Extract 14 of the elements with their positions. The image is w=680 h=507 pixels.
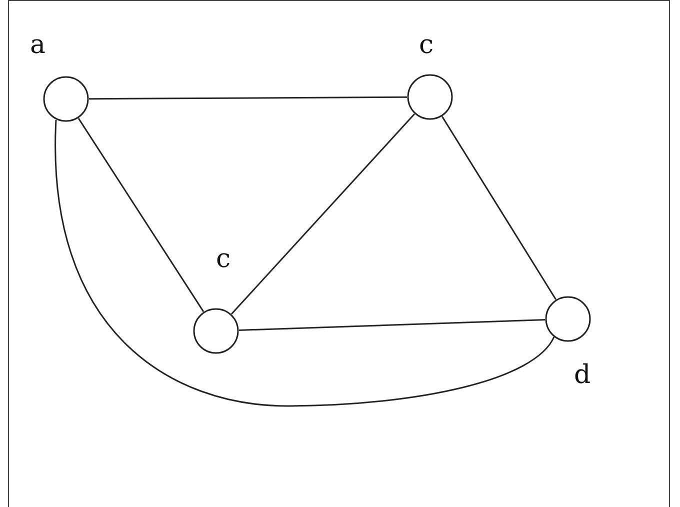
vertex-label: c [216, 244, 231, 274]
vertex-circle [545, 296, 591, 342]
edge-line [238, 319, 546, 331]
edge-line [230, 113, 416, 315]
vertex-circle [43, 76, 89, 122]
edge-line [78, 118, 204, 312]
edge-line [55, 120, 555, 407]
vertex-label: d [574, 360, 591, 390]
vertex-circle [193, 308, 239, 354]
vertex-circle [407, 74, 453, 120]
edge-line [89, 96, 407, 100]
vertex-label: c [419, 30, 434, 60]
vertex-label: a [30, 30, 46, 60]
edge-line [442, 116, 556, 300]
